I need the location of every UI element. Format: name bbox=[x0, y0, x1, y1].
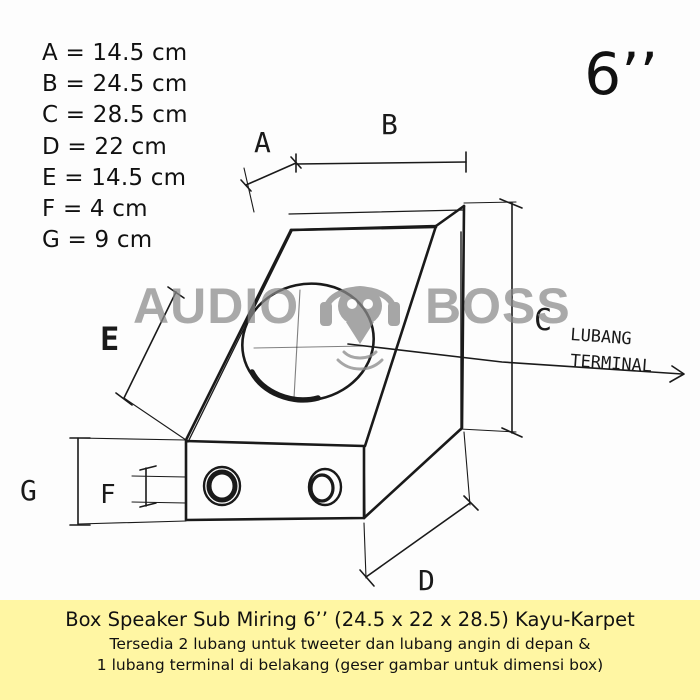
label-a: A bbox=[254, 126, 271, 159]
watermark-audio: AUDIO bbox=[133, 278, 300, 334]
woofer-hole bbox=[241, 282, 375, 403]
dimension-e: E = 14.5 cm bbox=[42, 164, 187, 191]
label-e: E bbox=[100, 320, 119, 358]
label-b: B bbox=[381, 108, 398, 141]
footer-line-2: 1 lubang terminal di belakang (geser gam… bbox=[96, 656, 604, 674]
footer-line-1: Tersedia 2 lubang untuk tweeter dan luba… bbox=[109, 635, 591, 653]
dimension-g: G = 9 cm bbox=[42, 227, 153, 254]
box-outline bbox=[184, 204, 466, 522]
dimension-d: D = 22 cm bbox=[42, 133, 168, 160]
label-d: D bbox=[418, 564, 435, 597]
label-g: G bbox=[20, 474, 37, 507]
dimension-c: C = 28.5 cm bbox=[42, 102, 188, 129]
diagram-canvas: A = 14.5 cm B = 24.5 cm C = 28.5 cm D = … bbox=[20, 38, 685, 597]
label-terminal-line2: TERMINAL bbox=[570, 351, 653, 377]
dimension-a: A = 14.5 cm bbox=[42, 40, 188, 66]
footer-caption: Box Speaker Sub Miring 6’’ (24.5 x 22 x … bbox=[0, 600, 700, 700]
watermark-boss: BOSS bbox=[425, 278, 571, 334]
tweeter-hole-left bbox=[202, 465, 242, 507]
port-hole-right bbox=[307, 467, 343, 507]
dimension-b: B = 24.5 cm bbox=[42, 71, 188, 98]
speaker-size-label: 6’’ bbox=[584, 40, 658, 108]
headphone-skull-logo bbox=[320, 286, 400, 371]
box-sketch: A B C D E F G LUBANG TERMINAL bbox=[20, 108, 685, 597]
label-terminal-line1: LUBANG bbox=[570, 325, 633, 349]
dimension-lines bbox=[69, 151, 685, 587]
footer-title: Box Speaker Sub Miring 6’’ (24.5 x 22 x … bbox=[65, 608, 635, 631]
label-f: F bbox=[100, 480, 116, 510]
sketch-labels: A B C D E F G LUBANG TERMINAL bbox=[20, 108, 653, 597]
dimension-list: A = 14.5 cm B = 24.5 cm C = 28.5 cm D = … bbox=[42, 38, 188, 256]
dimension-f: F = 4 cm bbox=[42, 196, 148, 223]
label-c: C bbox=[534, 303, 552, 338]
